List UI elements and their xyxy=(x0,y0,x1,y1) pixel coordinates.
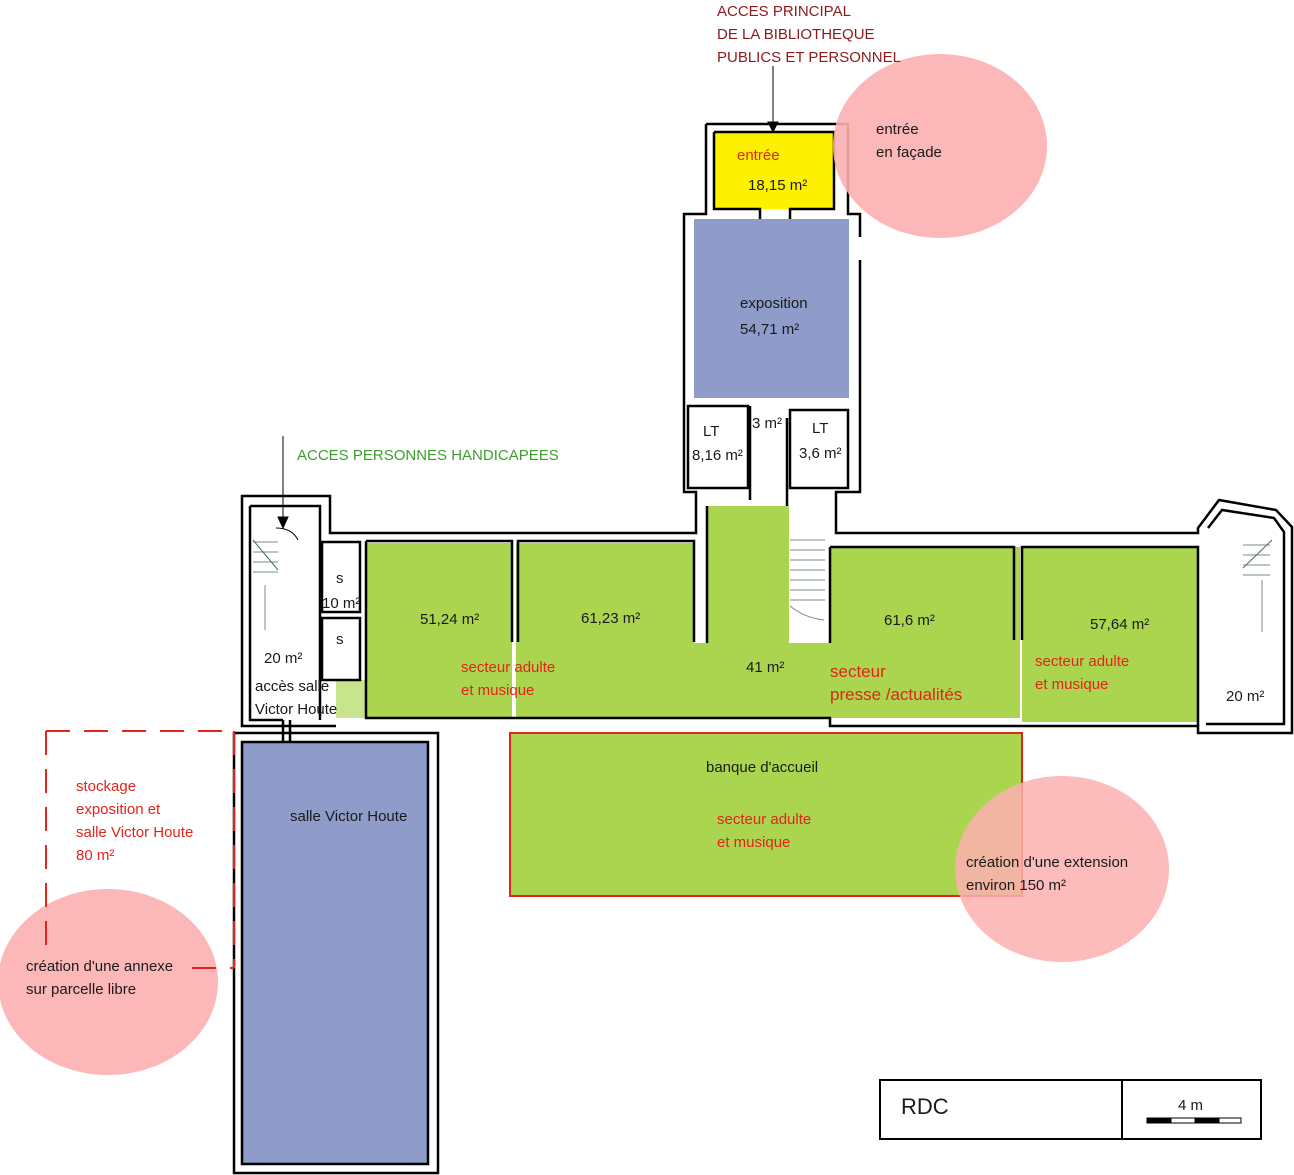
center-corridor xyxy=(707,506,789,646)
access-zone xyxy=(336,680,366,718)
s2-label: s xyxy=(336,631,344,648)
entree-label: entrée xyxy=(737,147,780,164)
sector-presse-label: secteur presse /actualités xyxy=(830,662,963,704)
room3-area: 61,6 m² xyxy=(884,612,935,629)
exposition-area: 54,71 m² xyxy=(740,321,800,338)
stair-right xyxy=(1242,539,1273,632)
sector-adult-room-2 xyxy=(516,543,694,718)
room1-area: 51,24 m² xyxy=(420,611,480,628)
stair-right-area: 20 m² xyxy=(1226,688,1265,705)
sector-adult-label-1: secteur adulte et musique xyxy=(461,659,556,699)
lt-right-area: 3,6 m² xyxy=(799,445,842,462)
scale-bar xyxy=(1146,1117,1242,1124)
handicap-access-label: ACCES PERSONNES HANDICAPEES xyxy=(297,447,559,464)
main-access-label: ACCES PRINCIPAL DE LA BIBLIOTHEQUE PUBLI… xyxy=(717,3,901,66)
walls xyxy=(232,122,1294,1175)
scale-label: 4 m xyxy=(1178,1097,1204,1114)
exposition-room xyxy=(694,219,849,398)
sector-adult-room-1 xyxy=(366,543,512,718)
mid-area: 3 m² xyxy=(752,415,782,432)
handicap-access-arrow xyxy=(277,436,289,530)
annexe-proposal-circle xyxy=(0,889,218,1075)
sector-adult-label-2: secteur adulte et musique xyxy=(1035,653,1130,693)
s1-label: s xyxy=(336,570,344,587)
entree-room xyxy=(714,132,834,209)
stair-left xyxy=(252,527,299,630)
legend-box xyxy=(879,1079,1262,1140)
extension-proposal-label: création d'une extension environ 150 m² xyxy=(966,854,1129,894)
entree-area: 18,15 m² xyxy=(748,177,808,194)
exposition-label: exposition xyxy=(740,295,808,312)
facade-proposal-circle xyxy=(833,54,1047,238)
lt-left-label: LT xyxy=(703,423,720,440)
stair-left-area: 20 m² xyxy=(264,650,303,667)
lt-right-label: LT xyxy=(812,420,829,437)
sector-presse-room xyxy=(830,547,1020,718)
main-access-arrow xyxy=(767,66,779,134)
stair-center xyxy=(789,506,825,621)
center-area: 41 m² xyxy=(746,659,785,676)
room2-area: 61,23 m² xyxy=(581,610,641,627)
extension-proposal-circle xyxy=(955,776,1169,962)
banque-label: banque d'accueil xyxy=(706,759,819,776)
salle-victor-houte-room xyxy=(242,742,428,1164)
stockage-label: stockage exposition et salle Victor Hout… xyxy=(76,778,194,864)
annexe-dashed-outline xyxy=(45,730,235,969)
lt-left-area: 8,16 m² xyxy=(692,447,743,464)
salle-vh-label: salle Victor Houte xyxy=(290,808,408,825)
annexe-proposal-label: création d'une annexe sur parcelle libre xyxy=(26,958,174,998)
center-room xyxy=(694,643,830,718)
s-area: 10 m² xyxy=(322,595,361,612)
facade-proposal-label: entrée en façade xyxy=(876,121,942,161)
sector-adult-label-3: secteur adulte et musique xyxy=(717,811,812,851)
sector-adult-room-4 xyxy=(1022,547,1198,722)
acces-salle-label: accès salle Victor Houte xyxy=(255,678,338,718)
legend-title: RDC xyxy=(901,1094,949,1119)
room4-area: 57,64 m² xyxy=(1090,616,1150,633)
